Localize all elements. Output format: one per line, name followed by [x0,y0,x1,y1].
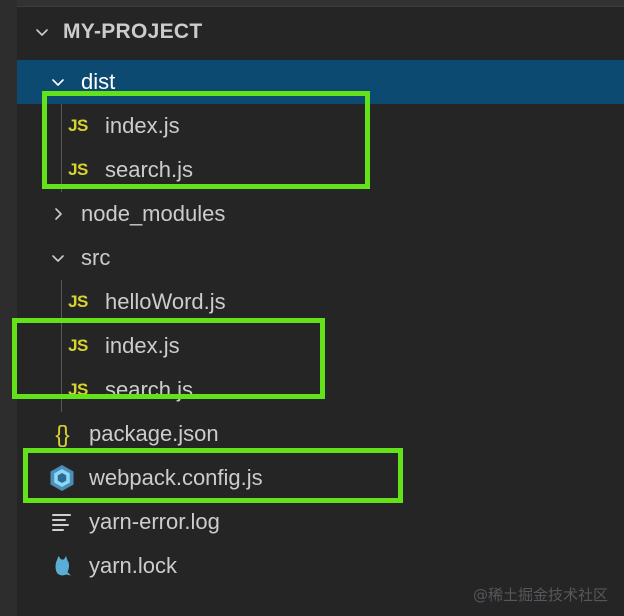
tree-indent-guide [61,104,62,148]
tree-item-label: yarn.lock [89,553,178,578]
tree-item-label: index.js [105,333,180,358]
watermark-text: @稀土掘金技术社区 [473,586,609,604]
page-title: MY-PROJECT [63,20,203,43]
tree-folder-row[interactable]: node_modules [17,192,624,236]
tree-item-label: dist [81,69,116,94]
chevron-right-icon[interactable] [45,201,71,227]
js-icon: JS [68,380,88,399]
tree-file-row[interactable]: JS helloWord.js [17,280,624,324]
tree-file-row[interactable]: webpack.config.js [17,456,624,500]
js-icon: JS [68,116,88,135]
js-icon: JS [68,292,88,311]
tree-item-label: helloWord.js [105,289,226,314]
chevron-down-icon[interactable] [45,245,71,271]
tree-item-label: search.js [105,377,194,402]
js-icon: JS [68,336,88,355]
tree-indent-guide [61,324,62,368]
tree-item-label: yarn-error.log [89,509,220,534]
tree-folder-row[interactable]: src [17,236,624,280]
tree-indent-guide [61,280,62,324]
chevron-down-icon[interactable] [45,69,71,95]
tree-file-row[interactable]: yarn.lock [17,544,624,588]
tree-item-label: package.json [89,421,219,446]
js-icon: JS [68,160,88,179]
tree-file-row[interactable]: yarn-error.log [17,500,624,544]
tree-file-row[interactable]: JS index.js [17,104,624,148]
yarn-cat-icon [45,551,79,581]
tree-item-label: node_modules [81,201,226,226]
tree-item-label: src [81,245,111,270]
tree-file-row[interactable]: JS index.js [17,324,624,368]
tree-item-label: webpack.config.js [89,465,263,490]
tree-indent-guide [61,148,62,192]
explorer-section-header-my-project[interactable]: MY-PROJECT [17,8,624,56]
log-icon [45,507,79,537]
tree-folder-row[interactable]: dist [17,60,624,104]
json-braces-icon: {} [55,420,69,447]
activity-bar-strip [0,0,17,616]
tree-item-label: search.js [105,157,194,182]
title-bar-strip [17,0,624,7]
tree-file-row[interactable]: {} package.json [17,412,624,456]
webpack-icon [45,463,79,493]
tree-item-label: index.js [105,113,180,138]
tree-indent-guide [61,368,62,412]
tree-file-row[interactable]: JS search.js [17,148,624,192]
chevron-down-icon[interactable] [29,19,55,45]
tree-file-row[interactable]: JS search.js [17,368,624,412]
